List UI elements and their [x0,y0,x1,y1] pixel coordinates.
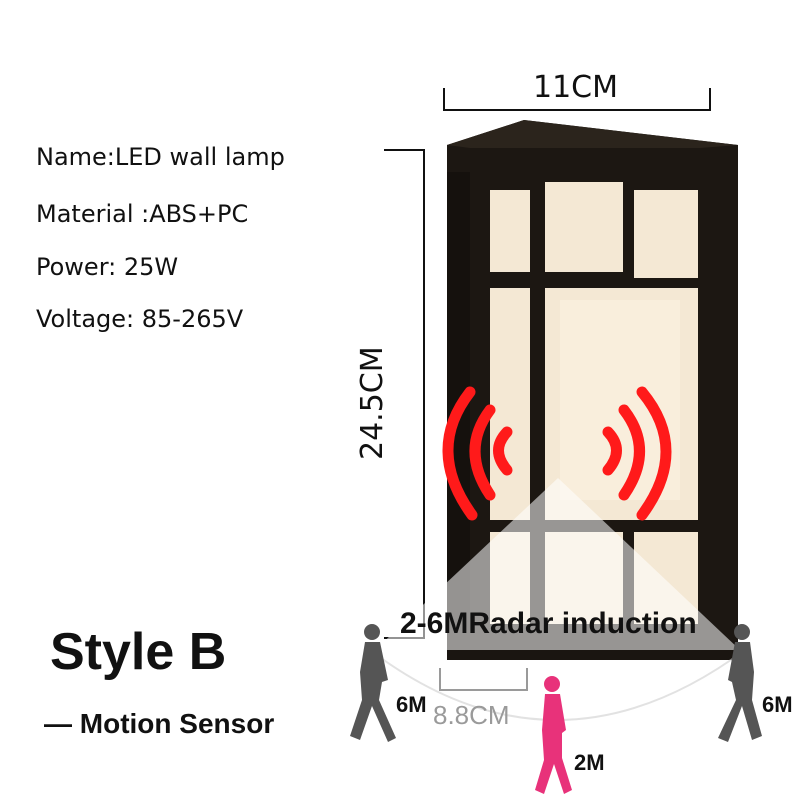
distance-front-label: 2M [574,750,605,775]
height-dimension-line [384,149,425,639]
distance-left-label: 6M [396,692,427,717]
radar-induction-label: 2-6MRadar induction [400,607,697,640]
radar-waves-left [442,386,513,521]
depth-label: 8.8CM [433,700,510,730]
left-person-silhouette [350,624,396,742]
spec-voltage: Voltage: 85-265V [36,305,244,333]
depth-dimension-line [439,668,528,691]
style-title: Style B [50,623,227,681]
right-person-silhouette [718,624,762,742]
distance-right-label: 6M [762,692,793,717]
spec-name: Name:LED wall lamp [36,143,285,171]
radar-waves-right [602,386,672,521]
width-dimension-line [443,88,711,111]
motion-sensor-label: — Motion Sensor [44,708,275,739]
sensor-cone [375,478,740,650]
height-label: 24.5CM [355,346,390,460]
spec-power: Power: 25W [36,253,179,281]
width-label: 11CM [533,70,619,105]
spec-material: Material :ABS+PC [36,200,249,228]
front-person-silhouette [535,676,572,794]
